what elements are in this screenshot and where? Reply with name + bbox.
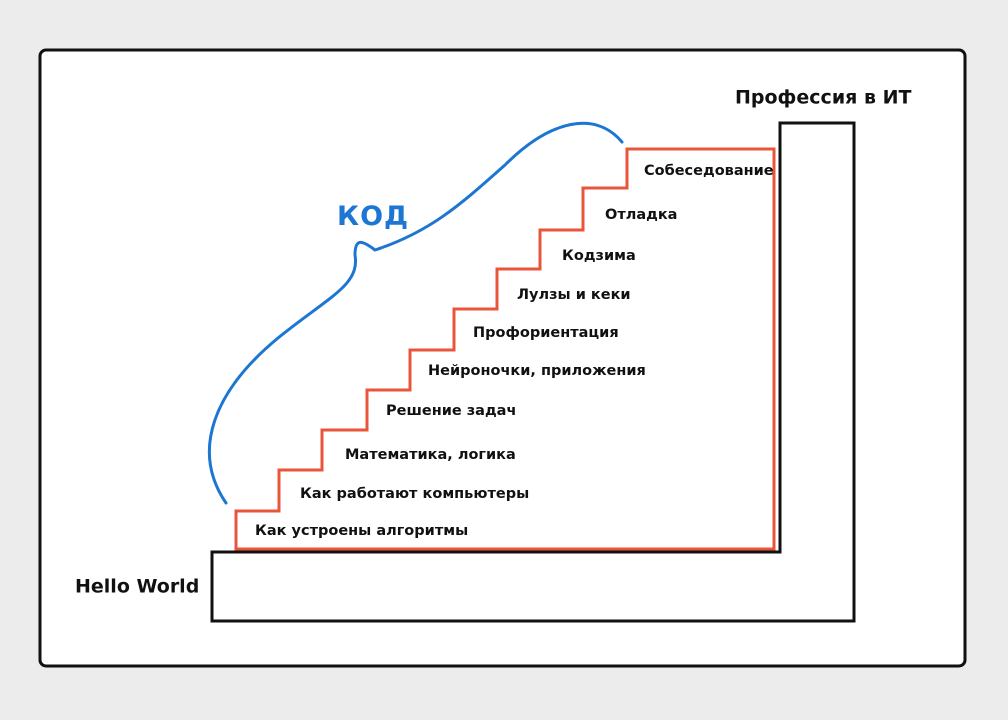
code-brace	[207, 121, 624, 505]
profession-label: Профессия в ИТ	[735, 86, 912, 109]
step-label: Отладка	[605, 206, 678, 223]
step-label: Нейроночки, приложения	[428, 362, 646, 379]
step-label: Собеседование	[644, 162, 774, 179]
step-label: Математика, логика	[345, 446, 516, 463]
diagram-frame	[38, 48, 967, 668]
step-label: Кодзима	[562, 247, 636, 264]
staircase	[234, 147, 776, 551]
step-label: Как работают компьютеры	[300, 485, 530, 502]
step-label: Решение задач	[386, 402, 517, 419]
step-label: Профориентация	[473, 324, 619, 341]
hello-world-label: Hello World	[75, 575, 200, 598]
step-label: Лулзы и кеки	[517, 286, 631, 303]
code-label: КОД	[337, 201, 410, 232]
ground-block	[210, 121, 856, 623]
step-label: Как устроены алгоритмы	[255, 522, 469, 539]
